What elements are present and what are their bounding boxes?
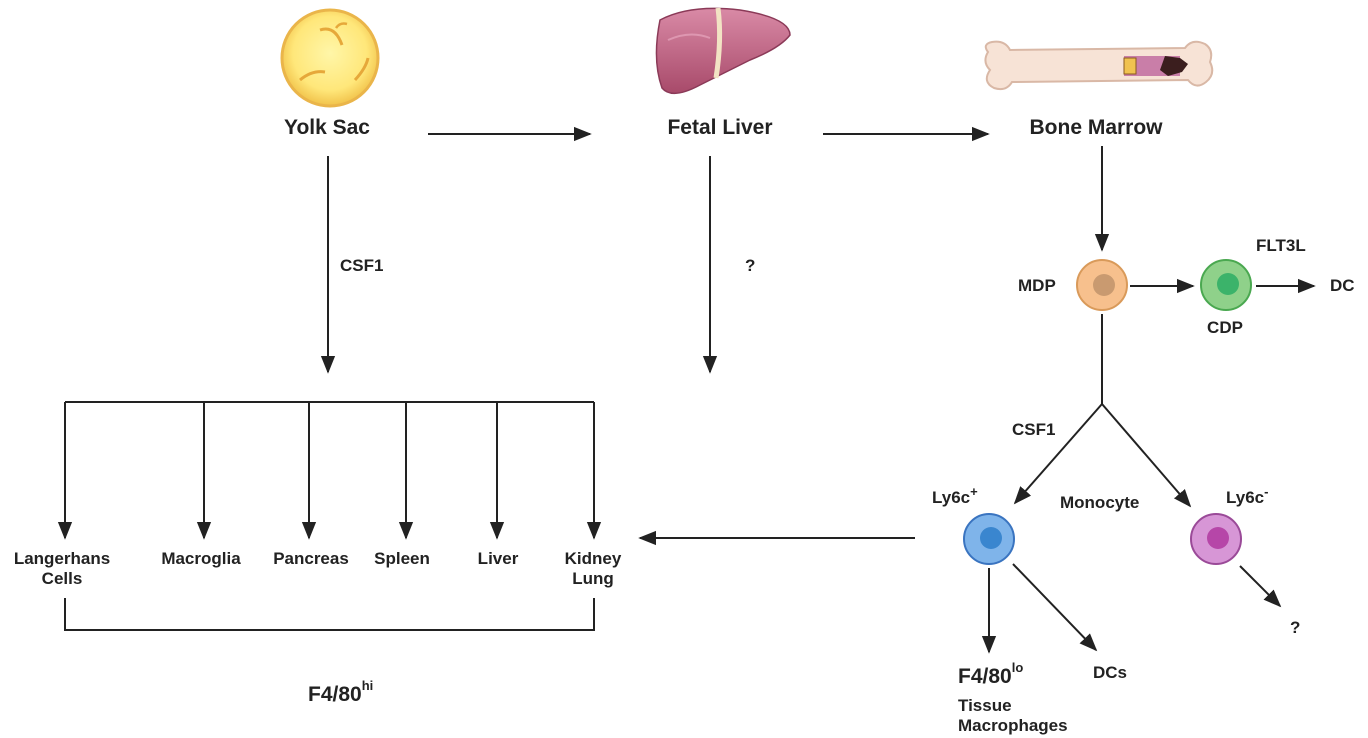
ly6c-plus-base: Ly6c xyxy=(932,488,970,507)
fetal-liver-icon xyxy=(656,8,790,93)
monocyte-label: Monocyte xyxy=(1060,493,1139,513)
spleen-label: Spleen xyxy=(374,549,430,569)
cdp-label: CDP xyxy=(1207,318,1243,338)
ly6c-plus-cell-icon xyxy=(964,514,1014,564)
dcs-label: DCs xyxy=(1093,663,1127,683)
f480lo-base: F4/80 xyxy=(958,665,1012,688)
f480lo-sup: lo xyxy=(1012,660,1024,675)
yolk-sac-icon xyxy=(282,10,378,106)
csf1-mdp-label: CSF1 xyxy=(1012,420,1055,440)
arrow-ly6c-minus-out xyxy=(1240,566,1280,606)
mdp-cell-icon xyxy=(1077,260,1127,310)
arrow-to-ly6c-minus xyxy=(1102,404,1190,506)
mdp-inner xyxy=(1093,274,1115,296)
fetal-question-label: ? xyxy=(745,256,755,276)
ly6c-minus-base: Ly6c xyxy=(1226,488,1264,507)
f480hi-base: F4/80 xyxy=(308,683,362,706)
f480hi-sup: hi xyxy=(362,678,374,693)
yolk-sac-label: Yolk Sac xyxy=(284,115,370,140)
tissue-bracket xyxy=(65,402,594,538)
lung-line: Lung xyxy=(565,569,622,589)
ly6c-minus-sup: - xyxy=(1264,484,1268,499)
cdp-cell-icon xyxy=(1201,260,1251,310)
csf1-yolk-label: CSF1 xyxy=(340,256,383,276)
tissue-macrophages-line1: Tissue xyxy=(958,696,1068,716)
tissue-macrophages-line2: Macrophages xyxy=(958,716,1068,736)
flt3l-label: FLT3L xyxy=(1256,236,1306,256)
bone-marrow-icon xyxy=(985,42,1212,89)
mdp-label: MDP xyxy=(1018,276,1056,296)
langerhans-line1: Langerhans xyxy=(14,549,110,569)
cdp-inner xyxy=(1217,273,1239,295)
dc-label: DC xyxy=(1330,276,1355,296)
bone-marrow-label: Bone Marrow xyxy=(1029,115,1162,140)
f480lo-label: F4/80lo xyxy=(958,664,1023,689)
arrow-to-dcs xyxy=(1013,564,1096,650)
lower-bracket xyxy=(65,598,594,630)
kidney-line: Kidney xyxy=(565,549,622,569)
ly6c-minus-cell-icon xyxy=(1191,514,1241,564)
f480hi-label: F4/80hi xyxy=(308,682,373,707)
ly6c-minus-label: Ly6c- xyxy=(1226,488,1268,508)
pancreas-label: Pancreas xyxy=(273,549,349,569)
ly6c-minus-inner xyxy=(1207,527,1229,549)
ly6c-minus-question-label: ? xyxy=(1290,618,1300,638)
ly6c-plus-label: Ly6c+ xyxy=(932,488,978,508)
langerhans-line2: Cells xyxy=(14,569,110,589)
liver-label: Liver xyxy=(478,549,519,569)
macroglia-label: Macroglia xyxy=(161,549,240,569)
arrow-to-ly6c-plus xyxy=(1015,404,1102,503)
fetal-liver-label: Fetal Liver xyxy=(667,115,772,140)
ly6c-plus-inner xyxy=(980,527,1002,549)
ly6c-plus-sup: + xyxy=(970,484,978,499)
